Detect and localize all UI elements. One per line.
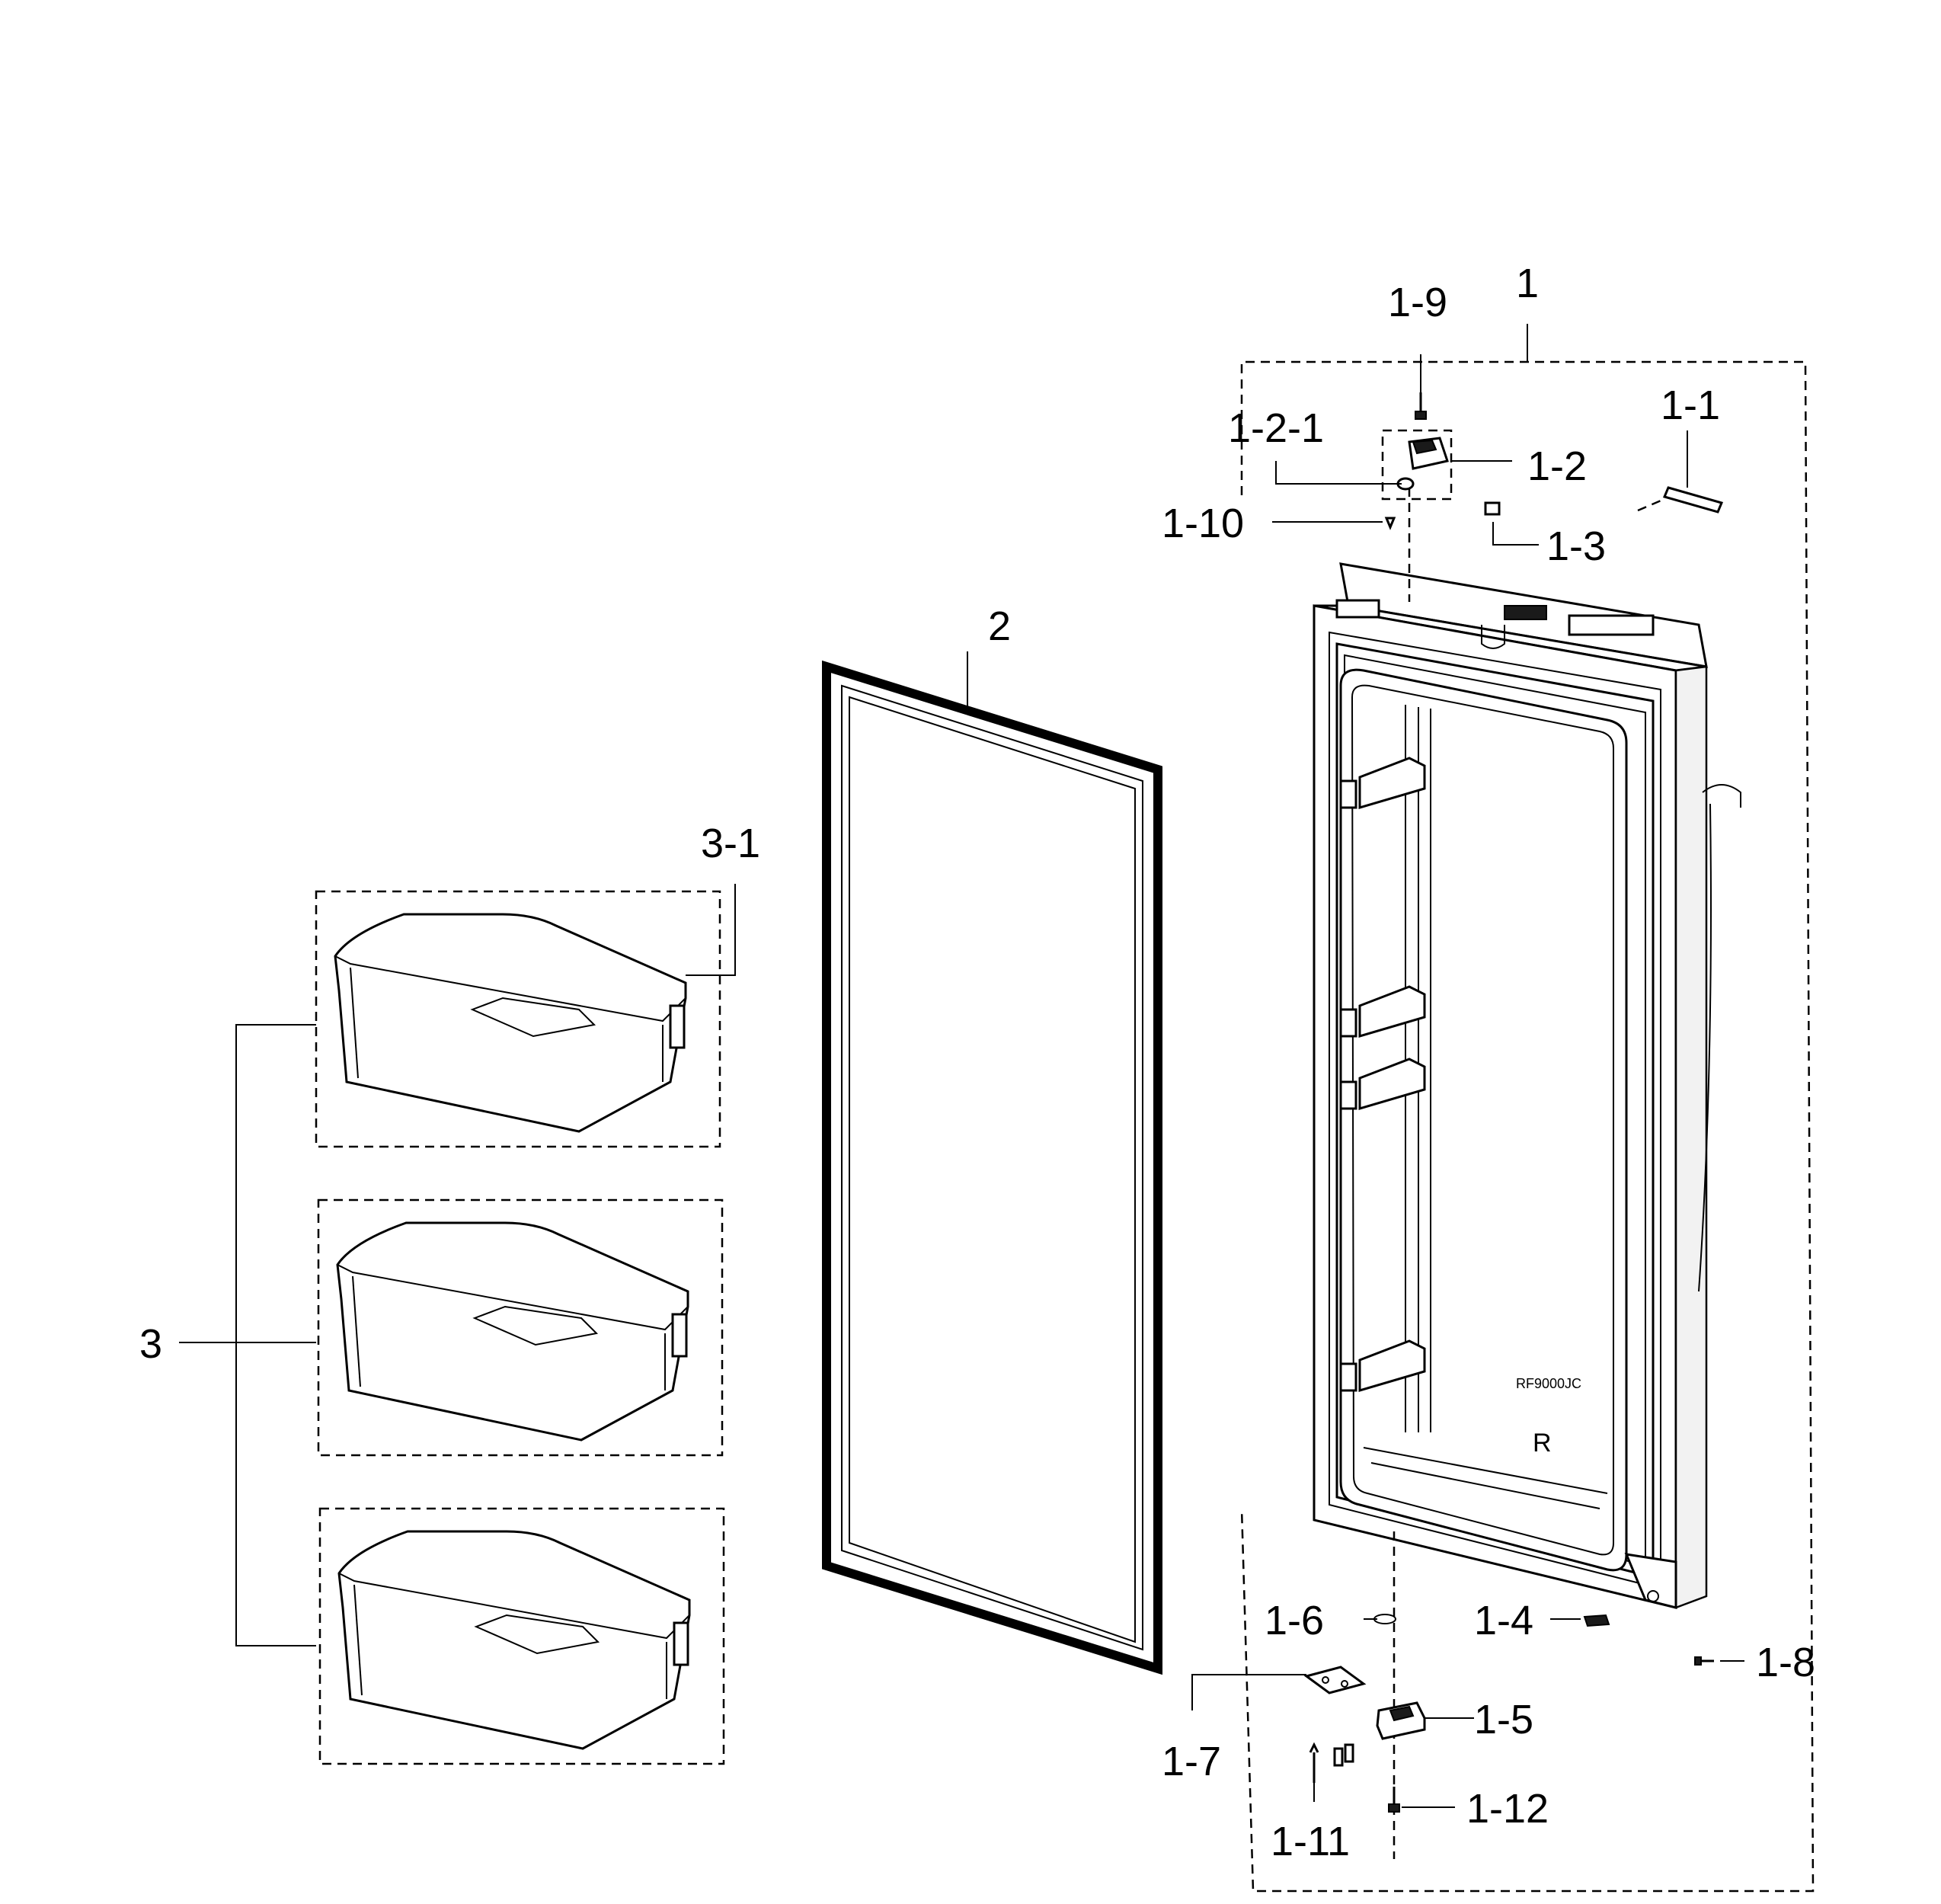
door-gasket (822, 660, 1162, 1675)
label-part-1-2: 1-2 (1527, 443, 1587, 489)
screw-1-8 (1694, 1656, 1714, 1666)
label-part-1-2-1: 1-2-1 (1228, 405, 1324, 451)
strip-1-1 (1662, 486, 1724, 514)
label-part-2: 2 (988, 603, 1011, 649)
label-part-3: 3 (139, 1321, 162, 1367)
door-model-mark: RF9000JC (1516, 1376, 1581, 1391)
label-part-3-1: 3-1 (701, 821, 760, 866)
label-part-1-3: 1-3 (1546, 523, 1606, 569)
screw-1-10 (1384, 517, 1396, 530)
leader-lines (179, 324, 1744, 1808)
hinge-1-5 (1376, 1701, 1426, 1740)
clip-1-3 (1484, 501, 1501, 516)
top-hinge-1-2 (1408, 437, 1449, 470)
door-side-panel (1674, 665, 1708, 1609)
shelf-supports (1339, 757, 1426, 1393)
bin-box-bottom (318, 1507, 725, 1765)
cap-1-4 (1583, 1614, 1610, 1627)
label-part-1-7: 1-7 (1162, 1739, 1221, 1784)
bin-box-middle (317, 1198, 724, 1457)
bin-shelf-bottom (337, 1530, 691, 1750)
label-part-1-1: 1-1 (1661, 382, 1720, 428)
label-part-1-10: 1-10 (1162, 501, 1244, 546)
washer-1-6 (1373, 1614, 1396, 1624)
label-part-1: 1 (1516, 261, 1539, 306)
hinge-1-2-box (1381, 429, 1453, 501)
pin-1-11 (1309, 1742, 1319, 1783)
group-1-boundary (1240, 360, 1815, 1893)
door-bins (315, 890, 725, 1765)
door-inner-liner (1339, 668, 1628, 1572)
label-part-1-6: 1-6 (1265, 1598, 1324, 1643)
screw-1-9 (1415, 392, 1427, 420)
label-part-1-5: 1-5 (1474, 1697, 1533, 1742)
label-part-1-8: 1-8 (1756, 1640, 1815, 1685)
label-part-1-4: 1-4 (1474, 1598, 1533, 1643)
bin-box-top (315, 890, 721, 1148)
label-part-1-12: 1-12 (1466, 1786, 1549, 1832)
door-assembly: RF9000JC R (1313, 562, 1741, 1609)
screw-1-12 (1388, 1787, 1400, 1813)
bin-shelf (334, 913, 687, 1133)
door-side-mark: R (1533, 1429, 1552, 1458)
label-part-1-9: 1-9 (1388, 280, 1447, 325)
label-part-1-11: 1-11 (1271, 1819, 1350, 1864)
bracket-1-7 (1303, 1666, 1367, 1694)
bolts-1-11 (1333, 1743, 1354, 1767)
bin-shelf-middle (336, 1221, 689, 1442)
